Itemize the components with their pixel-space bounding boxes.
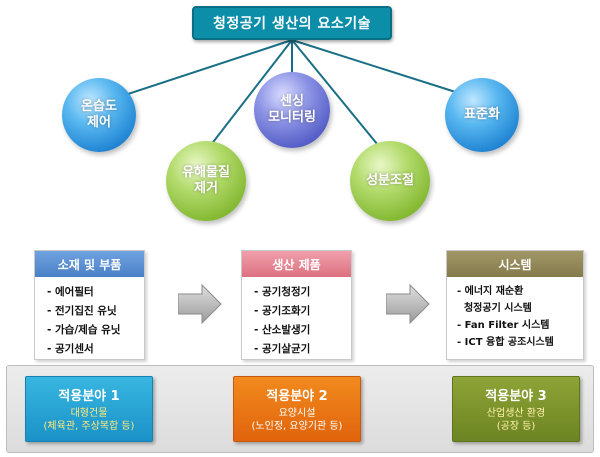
diagram-title: 청정공기 생산의 요소기술 <box>192 6 392 40</box>
category-materials-list: 에어필터 전기집진 유닛 가습/제습 유닛 공기센서 <box>35 277 144 359</box>
application-3-desc: 산업생산 환경 (공장 등) <box>486 408 546 432</box>
application-3: 적용분야 3 산업생산 환경 (공장 등) <box>452 376 580 442</box>
list-item: 공기센서 <box>47 340 144 359</box>
application-2-title: 적용분야 2 <box>266 389 328 404</box>
list-item: ICT 융합 공조시스템 <box>457 334 583 351</box>
list-item: 공기살균기 <box>254 340 351 359</box>
category-system: 시스템 에너지 재순환 청정공기 시스템 Fan Filter 시스템 ICT … <box>446 250 584 360</box>
list-item: 청정공기 시스템 <box>463 303 532 314</box>
application-1-desc: 대형건물 (체육관, 주상복합 등) <box>43 408 135 432</box>
bubble-sensing-monitoring: 센싱 모니터링 <box>254 72 330 148</box>
application-1-title: 적용분야 1 <box>58 389 120 404</box>
arrow-right-icon <box>386 284 430 324</box>
bubble-composition-control: 성분조절 <box>350 141 430 221</box>
list-item: Fan Filter 시스템 <box>457 317 583 334</box>
application-2-desc: 요양시설 (노인정, 요양기관 등) <box>251 408 343 432</box>
category-products-header: 생산 제품 <box>242 251 351 277</box>
category-products: 생산 제품 공기청정기 공기조화기 산소발생기 공기살균기 <box>241 250 352 360</box>
list-item: 산소발생기 <box>254 321 351 340</box>
category-products-list: 공기청정기 공기조화기 산소발생기 공기살균기 <box>242 277 351 359</box>
bubble-standardization: 표준화 <box>445 78 519 152</box>
category-materials: 소재 및 부품 에어필터 전기집진 유닛 가습/제습 유닛 공기센서 <box>34 250 145 360</box>
application-2: 적용분야 2 요양시설 (노인정, 요양기관 등) <box>233 376 361 442</box>
application-3-title: 적용분야 3 <box>485 389 547 404</box>
category-system-list: 에너지 재순환 청정공기 시스템 Fan Filter 시스템 ICT 융합 공… <box>447 277 583 351</box>
application-1: 적용분야 1 대형건물 (체육관, 주상복합 등) <box>25 376 153 442</box>
list-item: 에어필터 <box>47 283 144 302</box>
list-item: 공기청정기 <box>254 283 351 302</box>
list-item: 에너지 재순환 <box>457 283 583 300</box>
list-item: 전기집진 유닛 <box>47 302 144 321</box>
list-item: 공기조화기 <box>254 302 351 321</box>
category-materials-header: 소재 및 부품 <box>35 251 144 277</box>
category-system-header: 시스템 <box>447 251 583 277</box>
bubble-humidity-control: 온습도 제어 <box>62 78 136 152</box>
list-item: 가습/제습 유닛 <box>47 321 144 340</box>
arrow-right-icon <box>178 284 222 324</box>
bubble-harmful-removal: 유해물질 제거 <box>166 141 246 221</box>
